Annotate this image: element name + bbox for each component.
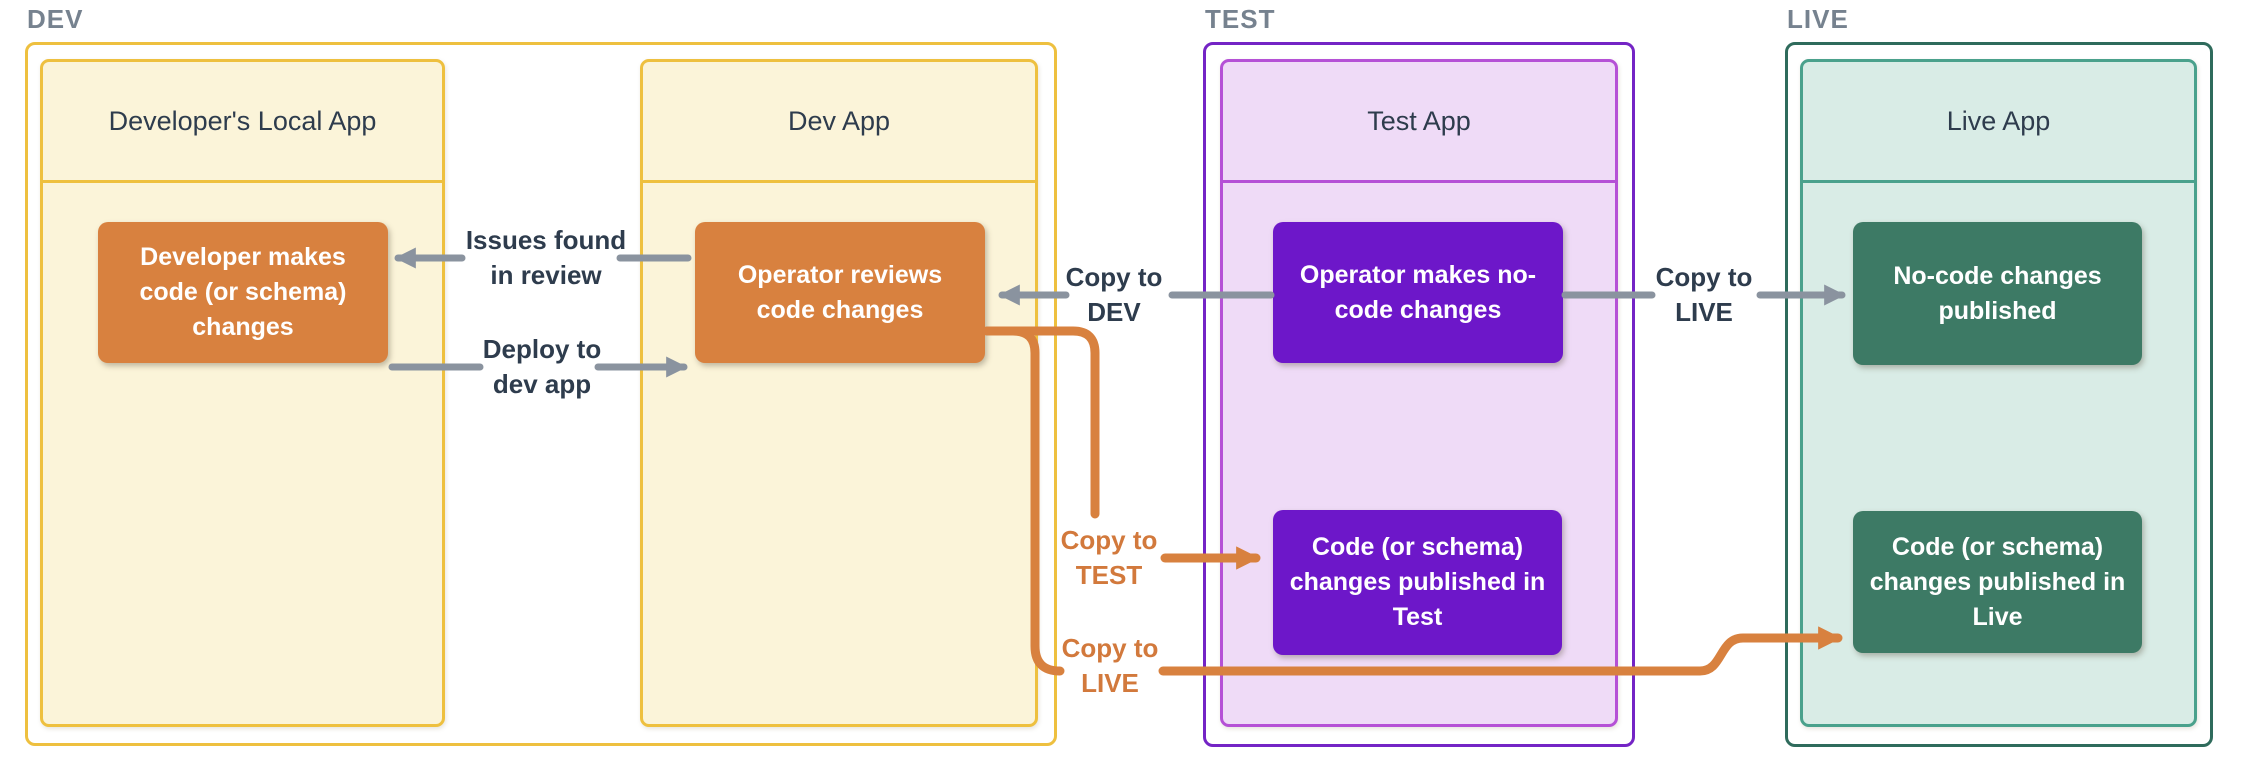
edge-label-copy-to-dev: Copy to DEV xyxy=(1065,262,1163,327)
test-app-title: Test App xyxy=(1223,62,1615,183)
edge-label-copy-to-live: Copy to LIVE xyxy=(1655,262,1753,327)
developers-local-app-title: Developer's Local App xyxy=(43,62,442,183)
edge-label-issues-found-in-review: Issues found in review xyxy=(465,225,627,290)
dev-section-label: DEV xyxy=(27,4,84,34)
node-nocode-changes-published: No-code changes published xyxy=(1853,222,2142,365)
edge-label-copy-to-test-orange: Copy to TEST xyxy=(1060,525,1158,590)
test-section-label: TEST xyxy=(1205,4,1276,34)
node-operator-makes-nocode-changes: Operator makes no-code changes xyxy=(1273,222,1563,363)
node-developer-makes-changes: Developer makes code (or schema) changes xyxy=(98,222,388,363)
dev-app-box: Dev App xyxy=(640,59,1038,727)
live-section-label: LIVE xyxy=(1787,4,1849,34)
edge-label-copy-to-live-orange: Copy to LIVE xyxy=(1061,633,1159,698)
live-app-title: Live App xyxy=(1803,62,2194,183)
edge-label-deploy-to-dev-app: Deploy to dev app xyxy=(482,334,602,399)
node-changes-published-in-live: Code (or schema) changes published in Li… xyxy=(1853,511,2142,653)
node-operator-reviews-changes: Operator reviews code changes xyxy=(695,222,985,363)
dev-app-title: Dev App xyxy=(643,62,1035,183)
developers-local-app-box: Developer's Local App xyxy=(40,59,445,727)
node-changes-published-in-test: Code (or schema) changes published in Te… xyxy=(1273,510,1562,655)
